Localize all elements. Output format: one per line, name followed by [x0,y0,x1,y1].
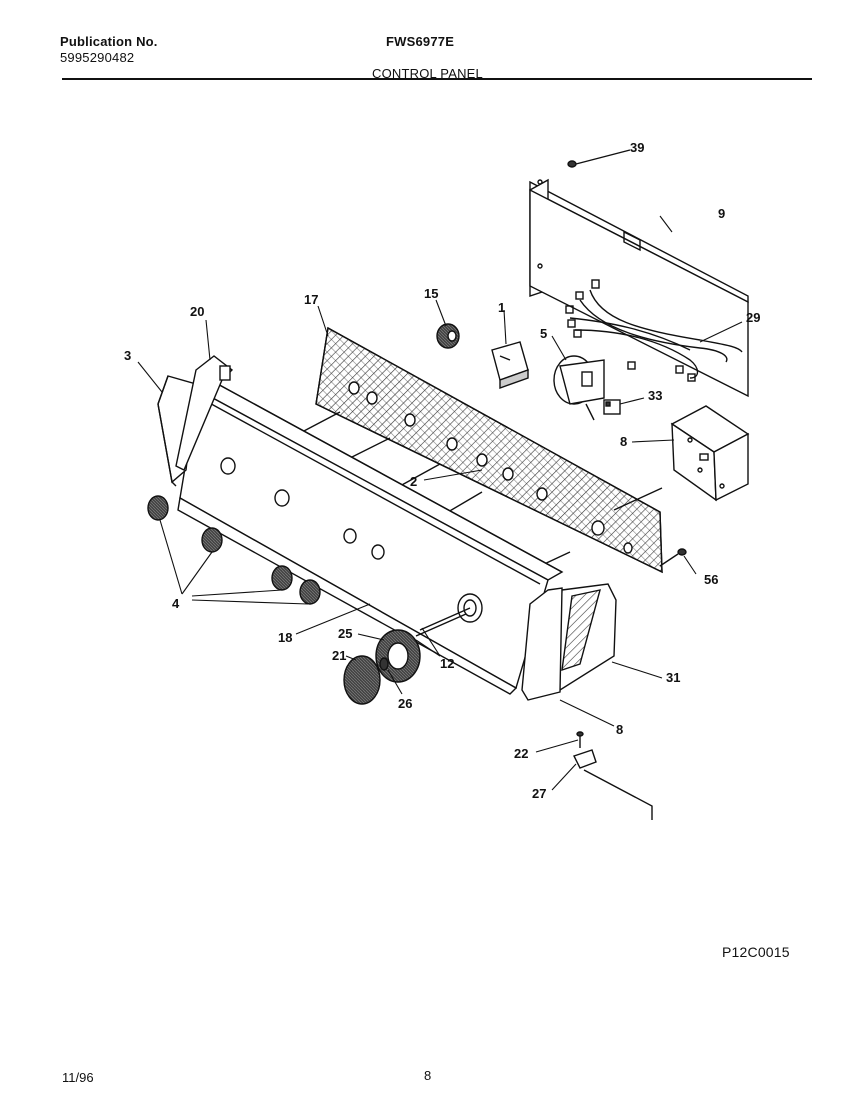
callout-8-endcap: 8 [616,722,623,737]
publication-label: Publication No. [60,34,158,49]
screw-22 [576,731,584,748]
callout-8-timer: 8 [620,434,627,449]
small-knobs [147,495,321,605]
knob-15 [436,323,460,349]
callout-22: 22 [514,746,528,761]
callout-18: 18 [278,630,292,645]
callout-26: 26 [398,696,412,711]
connector-33 [603,399,621,415]
switch-1 [491,341,529,389]
rear-panel [315,326,663,574]
screw-56 [659,548,687,567]
callout-labels: 39 9 29 20 17 15 1 5 33 3 8 2 56 4 18 25… [124,140,760,801]
callout-15: 15 [424,286,438,301]
leader-lines [137,215,743,791]
callout-9: 9 [718,206,725,221]
callout-1: 1 [498,300,505,315]
callout-17: 17 [304,292,318,307]
callout-33: 33 [648,388,662,403]
callout-56: 56 [704,572,718,587]
footer-date: 11/96 [62,1070,94,1085]
section-title: CONTROL PANEL [372,66,483,81]
callout-21: 21 [332,648,346,663]
publication-number: 5995290482 [60,50,135,65]
left-bracket [175,355,234,471]
callout-29: 29 [746,310,760,325]
wire-harness [565,279,743,382]
header-rule [62,78,812,80]
right-end-cap [521,583,617,701]
diagram-linework [137,149,750,820]
mounting-bracket [529,178,749,398]
selector-switch-5 [553,355,605,421]
callout-20: 20 [190,304,204,319]
callout-2: 2 [410,474,417,489]
callout-5: 5 [540,326,547,341]
drawing-code: P12C0015 [722,944,790,960]
timer-8 [670,405,750,502]
callout-25: 25 [338,626,352,641]
model-number: FWS6977E [386,34,455,49]
callout-27: 27 [532,786,546,801]
callout-31: 31 [666,670,680,685]
callout-12: 12 [440,656,454,671]
callout-39: 39 [630,140,644,155]
screw-39 [567,149,631,168]
timer-knob-assembly [343,629,421,705]
callout-3: 3 [124,348,131,363]
callout-4: 4 [172,596,180,611]
clip-27 [573,749,653,820]
page-number: 8 [424,1068,432,1083]
